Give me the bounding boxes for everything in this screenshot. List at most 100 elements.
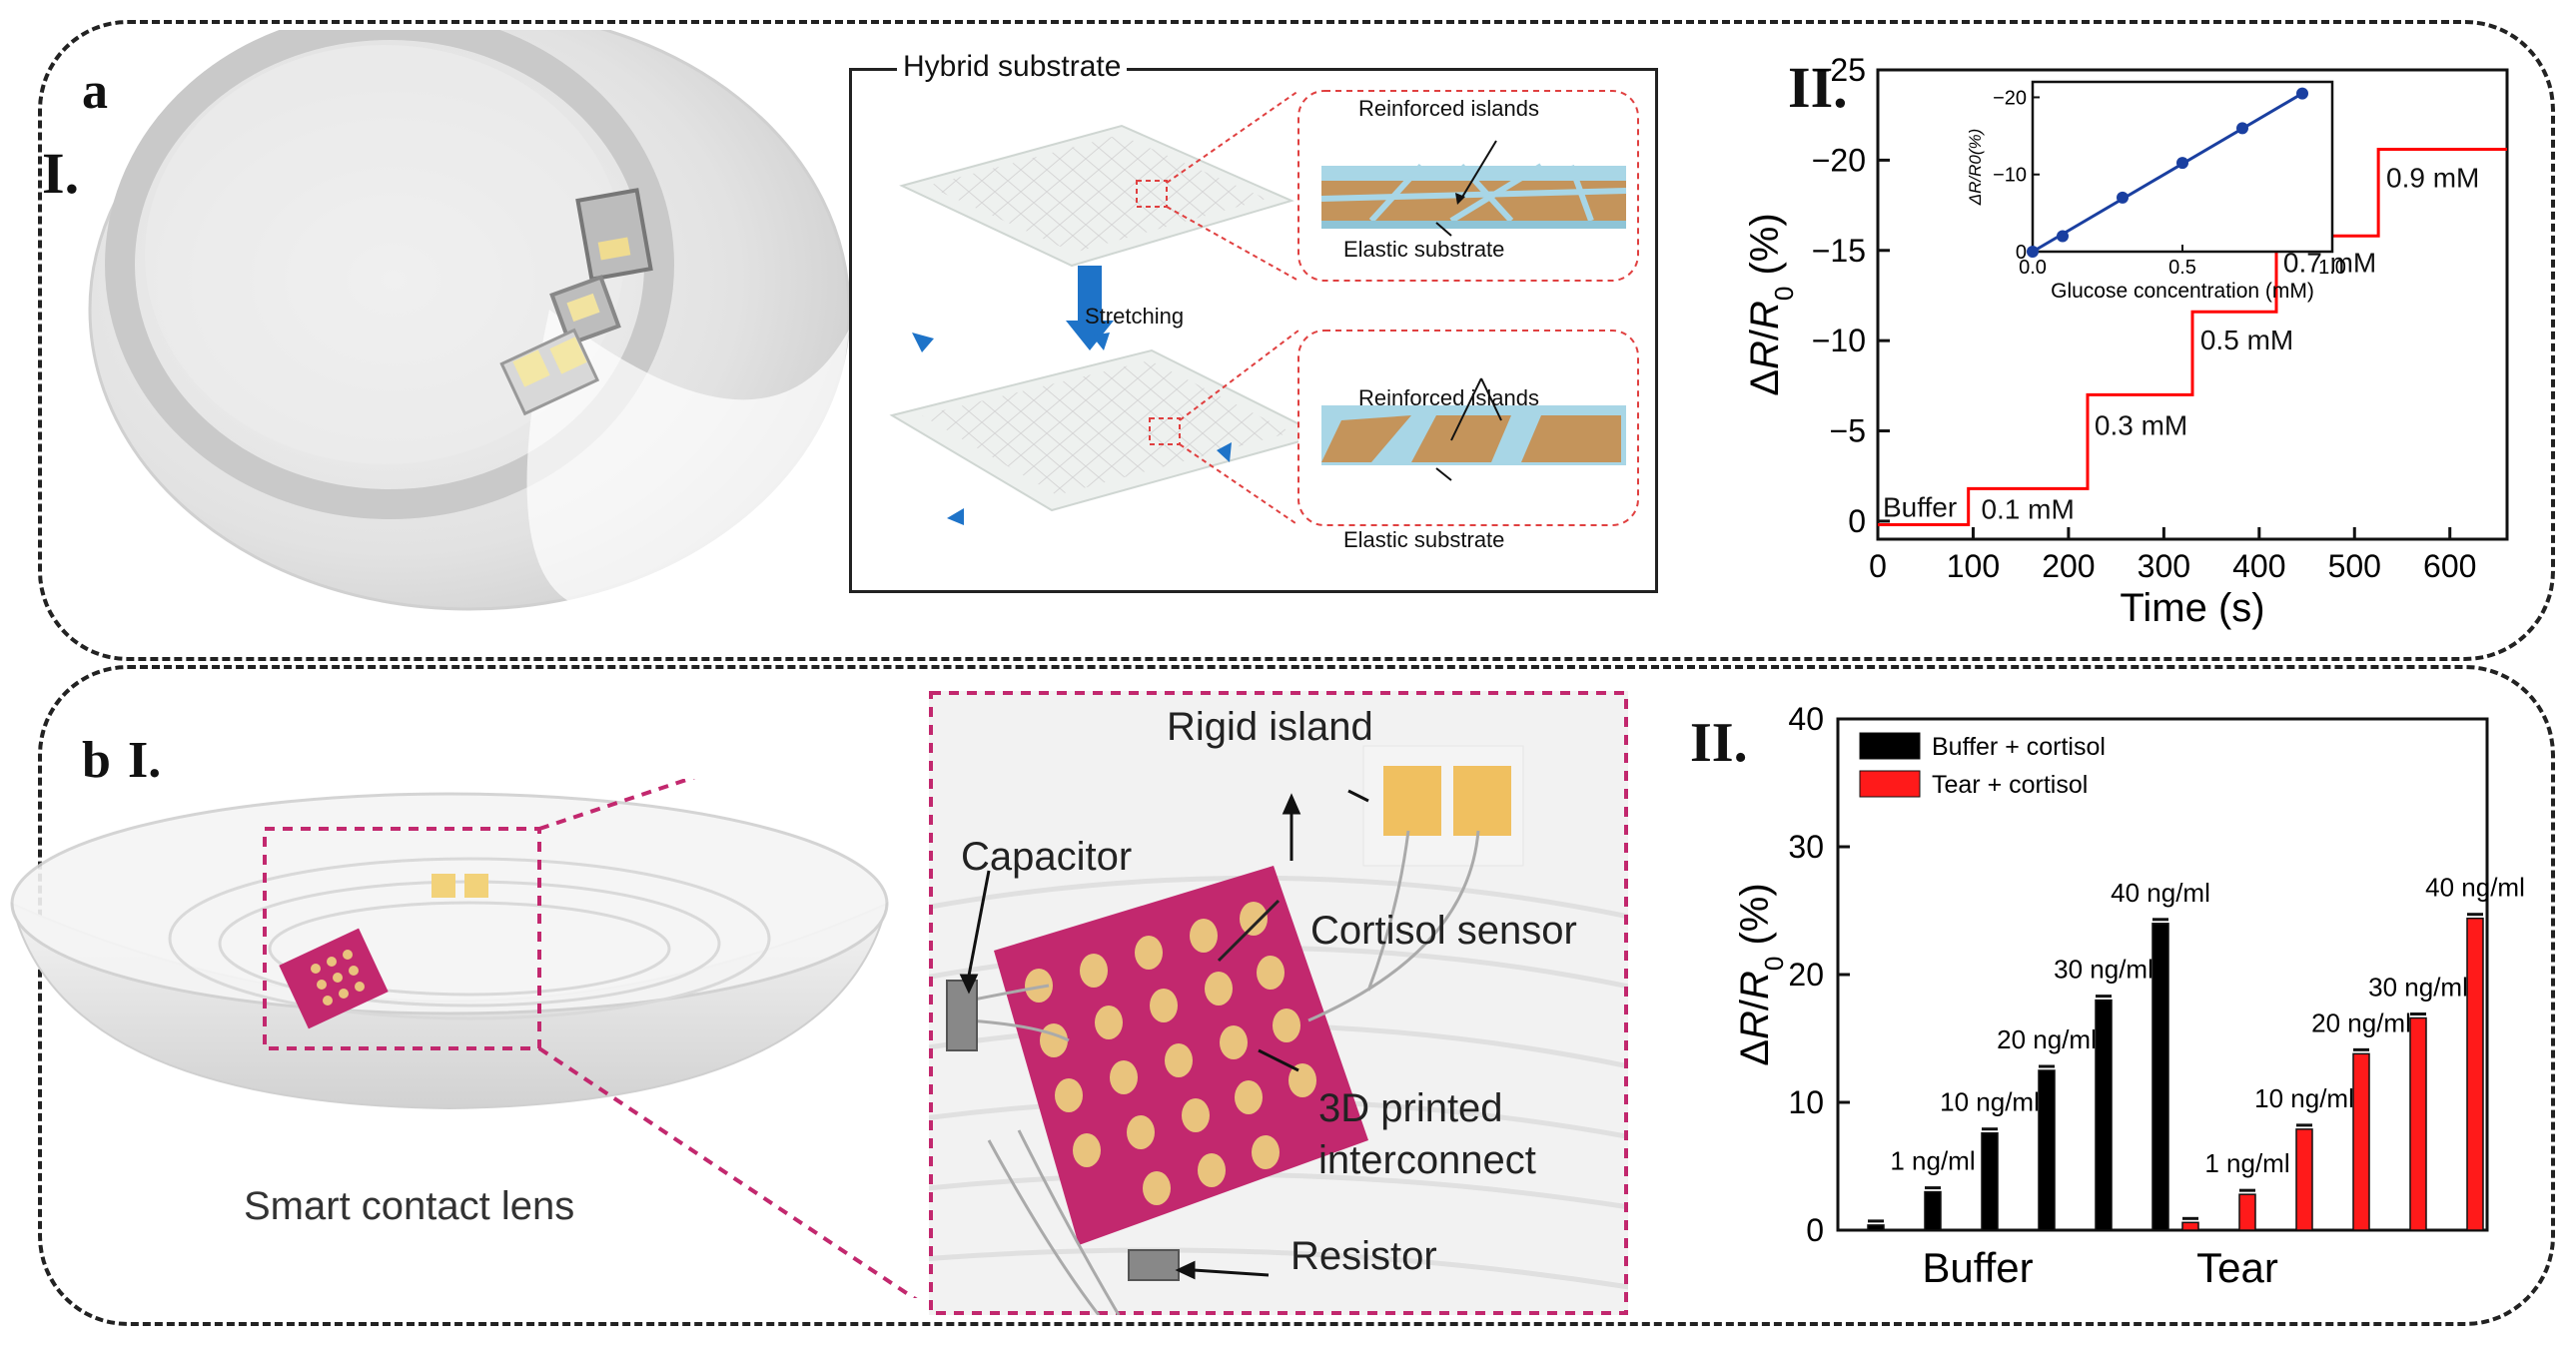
cortisol-bar — [2038, 1069, 2056, 1231]
glucose-step-annotation: 0.3 mM — [2095, 409, 2187, 440]
lens-rings — [168, 857, 771, 1020]
cortisol-bar — [1924, 1190, 1942, 1231]
cortisol-bar-label: 30 ng/ml — [2054, 955, 2153, 985]
panel-a-sub-ii: II. — [1788, 55, 1848, 120]
glucose-y-tick-label: −10 — [1812, 323, 1866, 358]
cortisol-bar-label: 20 ng/ml — [1997, 1024, 2097, 1054]
glucose-plot-frame — [1876, 68, 2509, 541]
stretch-direction-arrows — [912, 333, 1232, 525]
zoom-leader-top — [1166, 90, 1299, 282]
smart-lens-illustration — [10, 779, 918, 1298]
inset-x-tick-label: 0.5 — [2168, 257, 2196, 279]
legend-swatch — [1859, 732, 1921, 760]
glucose-x-tick-label: 400 — [2232, 548, 2285, 584]
inset-x-tick-label: 1.0 — [2318, 257, 2346, 279]
legend-swatch — [1859, 770, 1921, 798]
cortisol-bar — [2352, 1052, 2370, 1231]
cortisol-bar — [1867, 1224, 1885, 1231]
panel-b-letter: b — [82, 732, 111, 789]
cortisol-bar — [2238, 1193, 2256, 1231]
callout-arrows — [959, 789, 1369, 1280]
glucose-y-tick-label: −25 — [1812, 52, 1866, 88]
cortisol-bar-label: 10 ng/ml — [2254, 1083, 2354, 1113]
elastic-substrate-label-bottom: Elastic substrate — [1343, 527, 1505, 552]
inset-data-point — [2057, 230, 2069, 243]
cortisol-bar-label: 40 ng/ml — [2425, 873, 2525, 903]
glucose-y-tick-label: −15 — [1812, 233, 1866, 269]
inset-y-axis-label: ΔR/R0(%) — [1966, 129, 1985, 207]
lens-ring-outer — [105, 30, 674, 519]
glucose-x-axis-label: Time (s) — [2120, 586, 2264, 630]
cortisol-y-tick-label: 10 — [1788, 1084, 1824, 1120]
cortisol-bar — [2466, 917, 2484, 1231]
interconnect-callout-line2: interconnect — [1318, 1138, 1536, 1182]
inset-data-point — [2117, 191, 2129, 204]
glucose-step-annotation: 0.5 mM — [2200, 325, 2293, 355]
elastic-substrate-label-top: Elastic substrate — [1343, 237, 1505, 262]
cortisol-y-tick-label: 0 — [1806, 1212, 1824, 1248]
inset-y-tick-label: 0 — [2016, 242, 2027, 264]
panel-b-sub-ii: II. — [1690, 712, 1748, 774]
substrate-sheet-bottom — [889, 348, 1324, 512]
inset-x-tick-label: 0.0 — [2019, 257, 2047, 279]
cortisol-bar-label: 1 ng/ml — [1890, 1146, 1975, 1176]
legend-entry: Buffer + cortisol — [1932, 733, 2106, 761]
legend-entry: Tear + cortisol — [1932, 771, 2088, 799]
cortisol-bar-label: 10 ng/ml — [1940, 1087, 2040, 1117]
glucose-step-annotation: 0.1 mM — [1981, 493, 2074, 524]
stretching-arrow — [1066, 266, 1114, 350]
lens-inner — [145, 45, 624, 464]
cortisol-bar — [2409, 1016, 2427, 1231]
glucose-response-trace — [1878, 148, 2507, 527]
panel-a-frame — [38, 20, 2555, 661]
glucose-x-tick-label: 100 — [1947, 548, 2000, 584]
cortisol-y-tick-label: 20 — [1788, 957, 1824, 993]
substrate-sheet-top — [899, 124, 1294, 268]
cortisol-bar-label: 30 ng/ml — [2368, 973, 2468, 1003]
inset-data-point — [2027, 246, 2039, 258]
inset-data-point — [2296, 87, 2308, 100]
inset-y-tick-label: −20 — [1993, 87, 2027, 109]
antenna-chip-2 — [549, 275, 621, 346]
glucose-step-annotation: 0.9 mM — [2386, 163, 2479, 194]
antenna-chip-1 — [575, 188, 653, 282]
lens-chip-small — [431, 874, 488, 898]
glucose-x-tick-label: 300 — [2138, 548, 2190, 584]
zoom-leader-bottom — [1179, 330, 1299, 526]
lens-zoom-frame — [263, 827, 541, 1050]
reinforced-islands-label-bottom: Reinforced islands — [1358, 385, 1539, 410]
zoom-view-frame — [929, 691, 1628, 1315]
lens-shadow — [526, 310, 849, 609]
inset-y-tick-label: −10 — [1993, 165, 2027, 187]
cortisol-bar — [1981, 1131, 1999, 1231]
zoom-content-top — [1320, 140, 1627, 237]
glucose-x-tick-label: 500 — [2328, 548, 2381, 584]
lens-illustration-a — [88, 30, 851, 611]
panel-b-sub-i: I. — [128, 732, 162, 789]
interconnect-wires — [968, 830, 1480, 1315]
capacitor-callout: Capacitor — [961, 835, 1133, 879]
inset-data-point — [2236, 122, 2248, 135]
antenna-chip-3 — [499, 328, 600, 416]
zoom-leader-b-bottom — [537, 1046, 918, 1298]
hybrid-substrate-diagram — [889, 90, 1639, 526]
cortisol-bar — [2181, 1221, 2199, 1231]
capacitor-zoom-view — [929, 691, 1628, 1315]
rigid-island-callout: Rigid island — [1167, 705, 1373, 749]
resistor-callout: Resistor — [1290, 1234, 1437, 1278]
hybrid-substrate-title: Hybrid substrate — [897, 50, 1128, 84]
glucose-step-annotation: Buffer — [1883, 492, 1957, 523]
cortisol-bar — [2295, 1128, 2313, 1231]
cortisol-y-tick-label: 40 — [1788, 701, 1824, 737]
interconnect-callout-line1: 3D printed — [1318, 1086, 1503, 1130]
glucose-x-tick-label: 200 — [2042, 548, 2095, 584]
stretching-label: Stretching — [1085, 304, 1185, 329]
glucose-y-tick-label: −5 — [1830, 413, 1866, 449]
cortisol-y-tick-label: 30 — [1788, 829, 1824, 865]
glucose-y-tick-label: −20 — [1812, 142, 1866, 178]
cortisol-sensor-callout: Cortisol sensor — [1310, 909, 1577, 953]
glucose-x-tick-label: 0 — [1869, 548, 1887, 584]
rigid-island-pads — [1362, 745, 1524, 867]
zoom-content-bottom — [1321, 377, 1626, 481]
